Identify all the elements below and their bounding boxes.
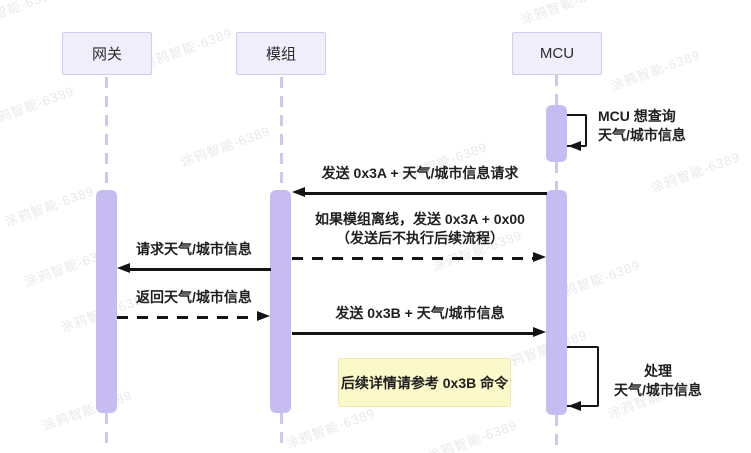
lifeline-mcu [555, 75, 558, 105]
lifeline-mcu [555, 415, 558, 449]
message-label-return-info: 返回天气/城市信息 [136, 289, 252, 305]
message-arrow-request-info [130, 268, 271, 271]
activation-bar-gateway [96, 190, 117, 413]
note-box: 后续详情请参考 0x3B 命令 [338, 358, 511, 407]
watermark-text: 涂鸦智能-6389 [518, 0, 613, 28]
watermark-text: 涂鸦智能-6389 [140, 25, 235, 72]
message-arrow-send-0x3a [305, 192, 547, 195]
arrowhead-left-icon [117, 263, 130, 273]
self-message-label-query: MCU 想查询 天气/城市信息 [598, 107, 751, 145]
participant-label-mcu: MCU [539, 45, 575, 62]
label-line: 天气/城市信息 [614, 382, 702, 398]
label-line: 如果模组离线，发送 0x3A + 0x00 [315, 211, 525, 227]
participant-box-module: 模组 [236, 32, 326, 75]
label-line: 处理 [644, 363, 672, 379]
watermark-text: 涂鸦智能-6389 [425, 417, 520, 453]
message-arrow-send-0x3b [292, 332, 534, 335]
participant-box-gateway: 网关 [62, 32, 152, 75]
lifeline-gateway [105, 77, 108, 190]
message-label-send-0x3b: 发送 0x3B + 天气/城市信息 [335, 305, 505, 321]
message-arrow-offline-case [292, 257, 533, 260]
watermark-text: 涂鸦智能-6389 [40, 387, 135, 434]
lifeline-module [280, 77, 283, 190]
arrowhead-left-icon [568, 141, 581, 151]
self-message-label-process: 处理 天气/城市信息 [599, 362, 717, 400]
participant-label-module: 模组 [265, 46, 296, 63]
self-message-loop-process [567, 346, 599, 407]
participant-label-gateway: 网关 [91, 46, 122, 63]
lifeline-gateway [105, 413, 108, 449]
watermark-text: 涂鸦智能-6389 [0, 83, 77, 130]
note-text: 后续详情请参考 0x3B 命令 [340, 374, 509, 391]
watermark-text: 涂鸦智能-6389 [648, 149, 743, 196]
arrowhead-right-icon [257, 311, 270, 321]
message-label-offline-case: 如果模组离线，发送 0x3A + 0x00 （发送后不执行后续流程） [293, 210, 547, 248]
participant-box-mcu: MCU [512, 32, 602, 75]
watermark-text: 涂鸦智能-6389 [608, 47, 703, 94]
message-arrow-return-info [117, 316, 258, 319]
watermark-text: 涂鸦智能-6389 [2, 183, 97, 230]
message-label-request-info: 请求天气/城市信息 [136, 241, 252, 257]
arrowhead-left-icon [292, 187, 305, 197]
message-label-send-0x3a: 发送 0x3A + 天气/城市信息请求 [321, 165, 519, 181]
watermark-text: 涂鸦智能-6389 [178, 123, 273, 170]
lifeline-mcu [555, 162, 558, 190]
lifeline-module [280, 413, 283, 449]
activation-bar-mcu-1 [546, 105, 567, 162]
activation-bar-mcu-2 [546, 190, 567, 415]
watermark-text: 涂鸦智能-6389 [0, 0, 60, 32]
arrowhead-left-icon [568, 401, 581, 411]
activation-bar-module [270, 190, 291, 413]
label-line: MCU 想查询 [598, 108, 676, 124]
label-line: 天气/城市信息 [598, 127, 686, 143]
arrowhead-right-icon [533, 327, 546, 337]
watermark-text: 涂鸦智能-6389 [283, 405, 378, 452]
label-line: （发送后不执行后续流程） [336, 230, 504, 246]
arrowhead-right-icon [533, 252, 546, 262]
